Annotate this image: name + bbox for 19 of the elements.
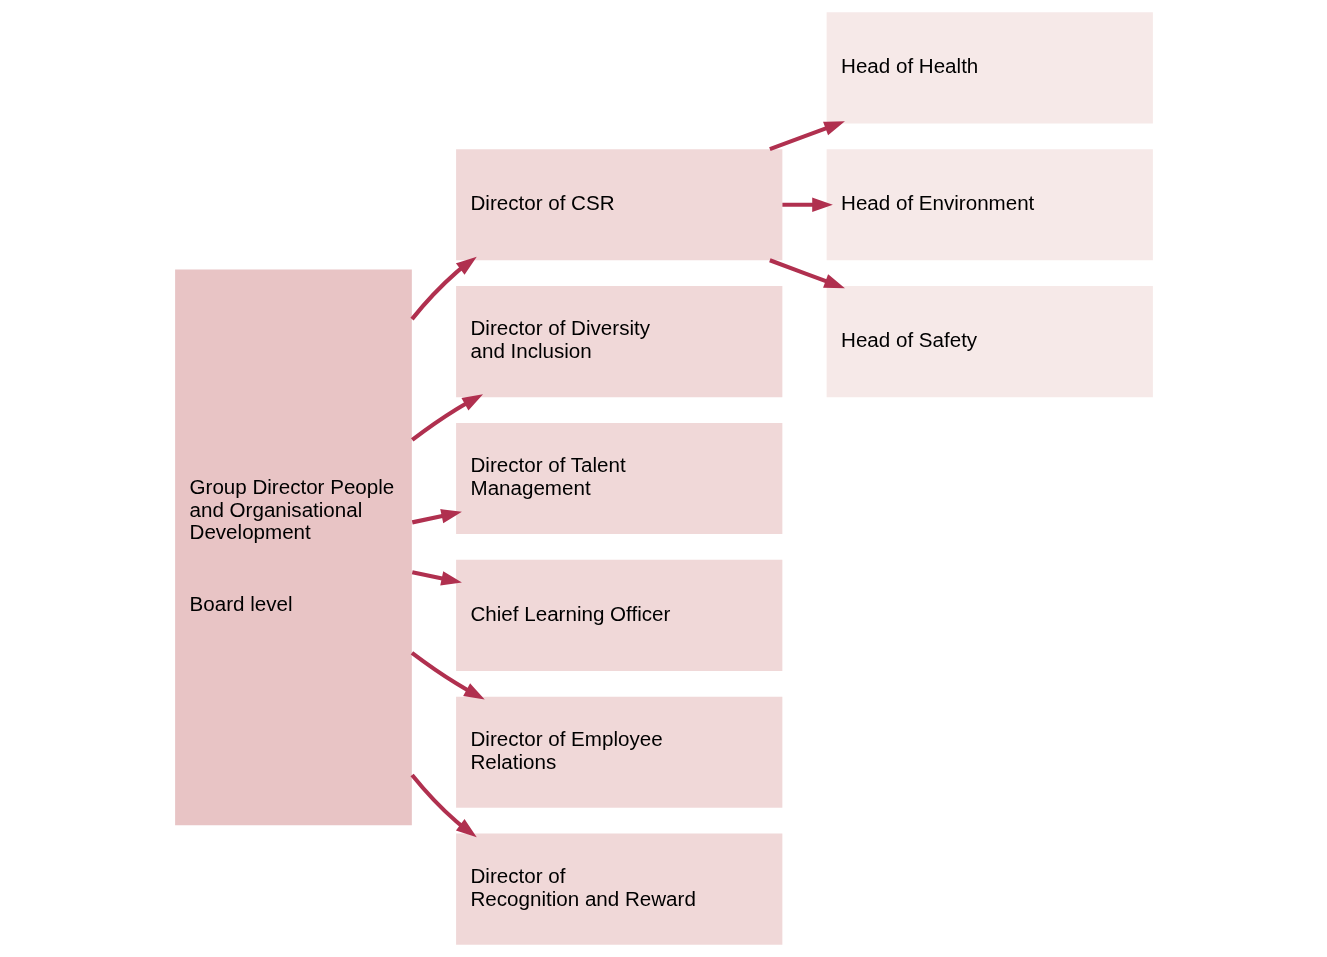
node-box: Director of Talent Management bbox=[455, 422, 782, 535]
arrow bbox=[768, 121, 845, 152]
node-box: Head of Health bbox=[826, 12, 1153, 124]
node-box: Head of Safety bbox=[826, 286, 1153, 398]
arrow bbox=[409, 256, 477, 321]
node-box: Head of Environment bbox=[826, 149, 1153, 261]
node-box: Group Director People and Organisational Development Board level bbox=[174, 269, 412, 826]
arrow bbox=[410, 394, 483, 442]
arrow bbox=[410, 773, 477, 838]
arrow bbox=[411, 509, 462, 525]
node-box: Director of Recognition and Reward bbox=[455, 833, 782, 945]
arrow bbox=[410, 651, 485, 700]
node-box: Director of Diversity and Inclusion bbox=[455, 286, 782, 398]
arrow bbox=[781, 197, 833, 212]
arrow bbox=[768, 258, 845, 289]
node-box: Director of Employee Relations bbox=[455, 696, 782, 808]
node-box: Chief Learning Officer bbox=[455, 559, 782, 671]
arrow bbox=[411, 570, 462, 586]
node-box: Director of CSR bbox=[455, 149, 782, 261]
